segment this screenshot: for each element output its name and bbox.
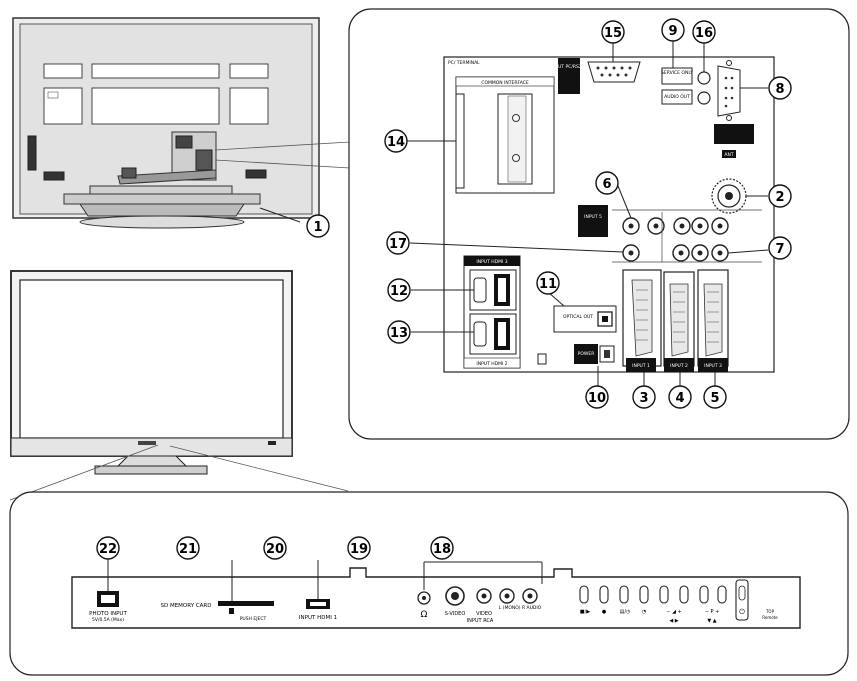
callout-13: 13 [390,326,408,341]
headphone-icon: Ω [421,610,428,620]
input-button-icon: ■/▶ [580,609,590,615]
input-3-label: INPUT 3 [704,363,722,369]
panel-model-label: PC/ TERMINAL [448,60,480,66]
callout-12: 12 [390,284,408,299]
callout-4: 4 [675,391,684,406]
menu-button-icon: ● [602,609,607,615]
video-label: VIDEO [476,611,492,617]
volume-arrows-icon: ◀ ▶ [669,618,678,624]
input-2-label: INPUT 2 [670,363,688,369]
side-note: TOP [765,609,775,614]
tv-front-view [10,270,293,475]
service-label: SERVICE ONLY [661,70,693,76]
callout-6: 6 [602,177,611,192]
callout-14: 14 [387,135,405,150]
callout-10: 10 [588,391,606,406]
sd-card-sub: PUSH EJECT [240,616,267,622]
callout-8: 8 [775,82,784,97]
audio-out-label: AUDIO OUT [664,94,690,100]
callout-1: 1 [313,220,322,235]
svideo-label: S-VIDEO [445,611,466,617]
volume-buttons-icon: − ◢ + [666,609,681,615]
av-button-icon: ▤/◷ [620,609,631,615]
back-panel: PC/ TERMINAL COMMON INTERFACE 14 INPUT P… [384,18,792,409]
callout-18: 18 [433,542,451,557]
input-5-label: INPUT 5 [584,214,602,220]
input-1-label: INPUT 1 [632,363,650,369]
power-icon: ⏻ [739,608,745,616]
callout-9: 9 [668,24,677,39]
tv-rear-view [12,17,320,229]
input-pc-label: INPUT PC/RS232 [551,64,588,70]
front-panel: PHOTO INPUT 5V/0.5A (Max) 22 SD MEMORY C… [71,536,801,629]
photo-input-sub: 5V/0.5A (Max) [92,617,124,623]
ant-label: ANT [724,152,733,158]
callout-20: 20 [266,542,284,557]
channel-arrows-icon: ▼ ▲ [707,618,716,624]
photo-input-label: PHOTO INPUT [89,611,127,617]
optical-label: OPTICAL OUT [563,314,593,320]
sd-card-label: SD MEMORY CARD [160,603,211,609]
input-hdmi-3-label: INPUT HDMI 3 [476,259,507,265]
callout-17: 17 [389,237,407,252]
dtv-button-icon: ◔ [642,609,646,615]
callout-21: 21 [179,542,197,557]
hdmi1-label: INPUT HDMI 1 [299,615,337,621]
channel-buttons-icon: − P + [705,609,720,615]
callout-5: 5 [710,391,719,406]
callout-7: 7 [775,242,784,257]
callout-16: 16 [695,26,713,41]
power-label: POWER [578,351,595,357]
input-4-label: INPUT RCA [467,618,494,624]
callout-15: 15 [604,26,622,41]
callout-19: 19 [350,542,368,557]
callout-22: 22 [99,542,117,557]
callout-3: 3 [639,391,648,406]
common-interface-label: COMMON INTERFACE [481,80,529,86]
callout-11: 11 [539,277,557,292]
input-hdmi-2-label: INPUT HDMI 2 [476,361,507,367]
audio-label: L (MONO) R AUDIO [499,605,542,611]
side-note-2: Remote [762,615,778,620]
callout-2: 2 [775,190,784,205]
